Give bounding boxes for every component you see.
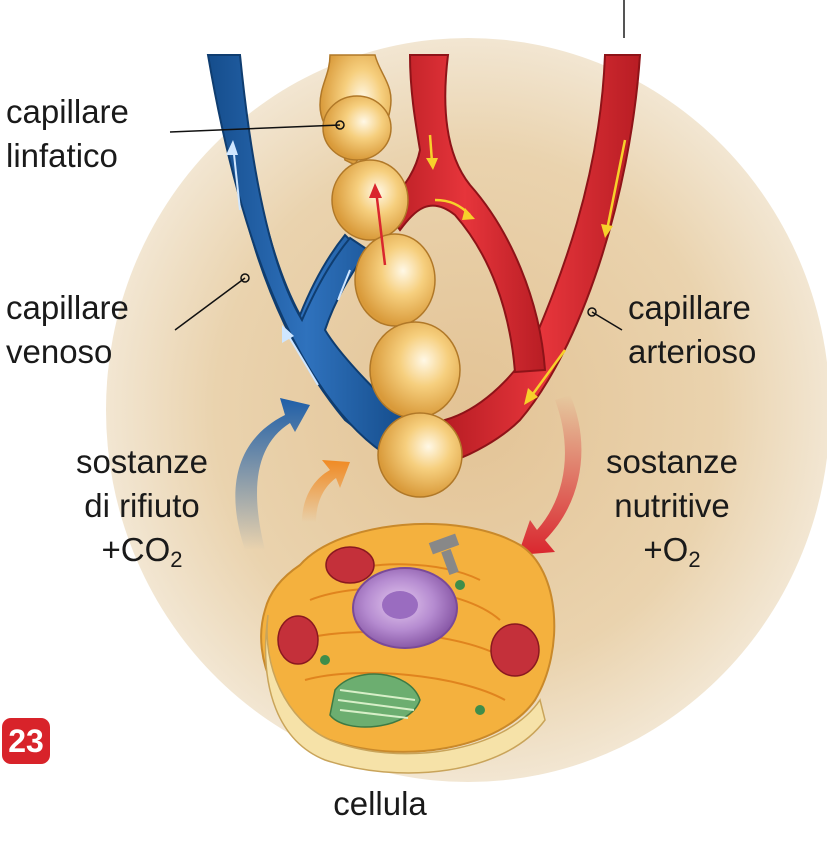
label-nutrient-substances: sostanze nutritive +O2 [605,443,739,572]
vein-flow-arrowhead-2 [282,325,294,343]
venous-capillary [206,54,407,462]
leader-venous [174,277,246,331]
label-arterial-capillary: capillare arterioso [628,289,757,370]
label-venous-capillary: capillare venoso [6,289,129,370]
co2-arrow [302,460,350,522]
label-cell: cellula [333,785,427,822]
vein-flow-arrow-2 [284,329,319,386]
label-waste-substances: sostanze di rifiuto +CO2 [75,443,209,572]
leader-lymph [169,124,341,133]
figure-number-badge: 23 [2,718,50,764]
nutrient-arrow [518,395,582,555]
vein-flow-arrow-3 [337,269,351,301]
label-lymphatic-capillary: capillare linfatico [6,93,129,174]
waste-arrow [235,398,310,550]
mitochondrion-3 [490,623,540,677]
mitochondrion-1 [325,546,375,584]
mitochondrion-2 [277,615,319,665]
arterial-capillary [383,54,642,462]
cell [260,523,556,774]
leader-arterial [591,311,623,331]
lymphatic-capillary [319,54,463,498]
vein-flow-arrow-1 [232,144,241,211]
vein-flow-arrowhead-1 [226,140,238,155]
